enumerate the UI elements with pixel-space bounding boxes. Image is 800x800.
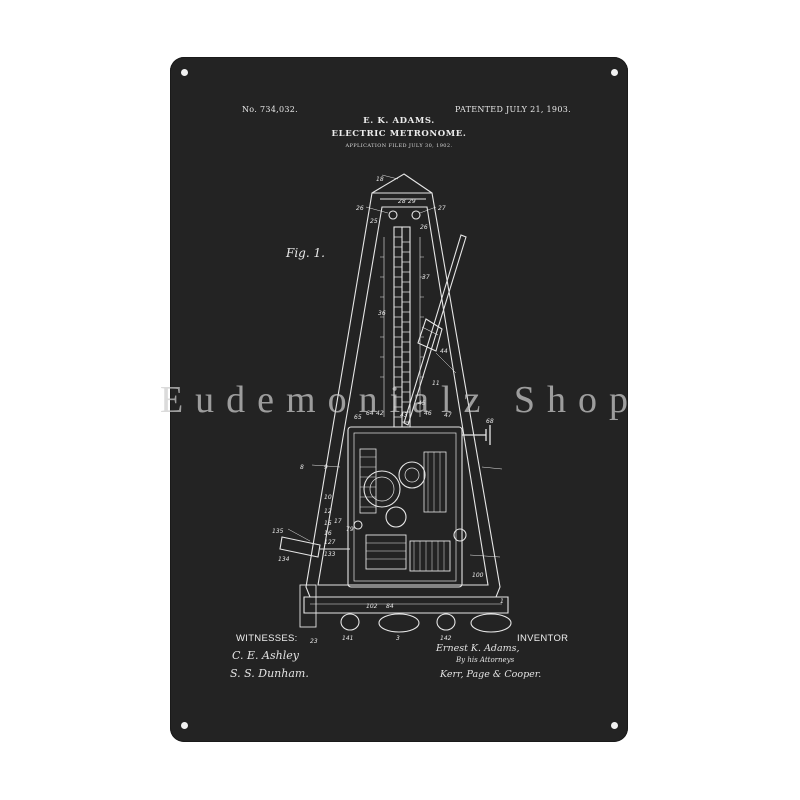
mechanism-housing — [347, 426, 463, 588]
part-number: 18 — [376, 176, 384, 183]
witness-signature-2: S. S. Dunham. — [230, 667, 309, 680]
patent-title: ELECTRIC METRONOME. — [331, 129, 467, 139]
part-number: 26 — [356, 205, 364, 212]
part-number: 1 — [500, 598, 504, 605]
part-number: 46 — [424, 410, 432, 417]
base — [303, 596, 509, 614]
top-right-hole — [611, 69, 618, 76]
foot-4 — [470, 613, 512, 633]
part-number: 64 — [366, 410, 374, 417]
part-number: 27 — [438, 205, 446, 212]
part-number: 141 — [342, 635, 353, 642]
part-number: 3 — [396, 635, 400, 642]
part-number: 142 — [440, 635, 452, 642]
part-number: 44 — [440, 348, 448, 355]
part-number: 45 — [418, 400, 426, 407]
part-number: 42 — [376, 410, 384, 417]
part-number: 29 — [408, 198, 416, 205]
inventor-signature: Ernest K. Adams, — [436, 643, 520, 654]
part-number: 17 — [334, 518, 342, 525]
metronome-drawing: 18 26 28 29 27 25 26 37 36 44 11 45 64 4… — [272, 173, 512, 645]
foot-1 — [340, 613, 360, 631]
part-number: 127 — [324, 539, 336, 546]
part-number: 68 — [486, 418, 494, 425]
part-number: 135 — [272, 528, 284, 535]
part-number: 26 — [420, 224, 428, 231]
part-number: 23 — [310, 638, 318, 645]
part-number: 8 — [300, 464, 304, 471]
part-number: 12 — [324, 508, 332, 515]
part-number: 79 — [346, 526, 354, 533]
foot-3 — [436, 613, 456, 631]
part-number: 11 — [432, 380, 440, 387]
foot-2 — [378, 613, 420, 633]
part-number: 37 — [422, 274, 430, 281]
by-attorneys: By his Attorneys — [456, 656, 515, 664]
part-number: 15 — [324, 520, 332, 527]
application-filed: APPLICATION FILED JULY 30, 1902. — [345, 143, 453, 149]
bottom-left-hole — [181, 722, 188, 729]
top-left-hole — [181, 69, 188, 76]
top-cap — [372, 192, 432, 200]
case-inner — [317, 206, 489, 586]
left-knob — [279, 536, 321, 558]
part-number: 36 — [378, 310, 386, 317]
shop-watermark: Eudemonialz Shop — [159, 379, 641, 421]
part-number: 134 — [278, 556, 290, 563]
pendulum-rod — [403, 234, 467, 426]
witnesses-label: WITNESSES: — [236, 633, 298, 644]
patented-date: PATENTED JULY 21, 1903. — [455, 105, 571, 114]
inventor-label: INVENTOR — [517, 633, 569, 644]
patent-number: No. 734,032. — [242, 105, 298, 114]
part-number: 47 — [444, 412, 452, 419]
inventor-name: E. K. ADAMS. — [363, 116, 435, 126]
part-number: 43 — [400, 412, 408, 419]
part-number: 10 — [324, 494, 332, 501]
bottom-right-hole — [611, 722, 618, 729]
part-number: 65 — [354, 414, 362, 421]
part-number: 102 — [366, 603, 378, 610]
part-number: 16 — [324, 530, 332, 537]
part-number: 9 — [324, 464, 328, 471]
part-number: 84 — [386, 603, 394, 610]
part-number: 100 — [472, 572, 484, 579]
pendulum-weight — [417, 318, 443, 352]
part-number: 133 — [324, 551, 336, 558]
chalkboard-plate: No. 734,032. PATENTED JULY 21, 1903. E. … — [170, 57, 628, 742]
figure-label: Fig. 1. — [286, 246, 325, 260]
attorneys-signature: Kerr, Page & Cooper. — [440, 669, 542, 680]
witness-signature-1: C. E. Ashley — [232, 649, 299, 662]
part-number: 28 — [398, 198, 406, 205]
part-number: 25 — [370, 218, 378, 225]
